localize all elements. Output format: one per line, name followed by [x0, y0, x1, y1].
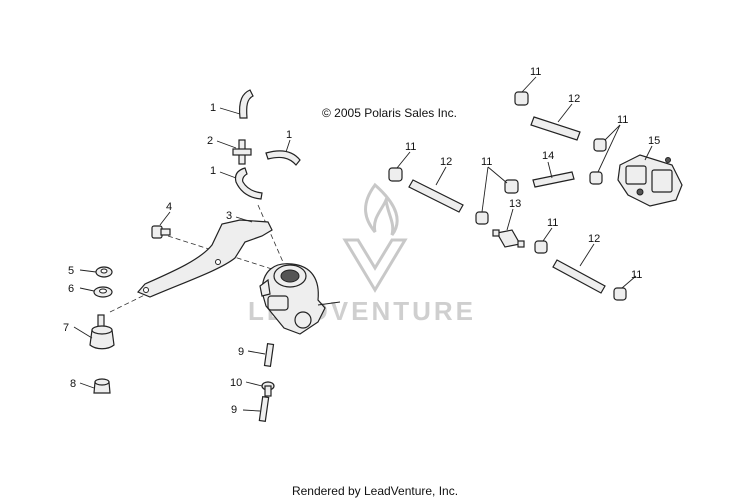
vent-hose-1-lower[interactable] [234, 167, 263, 200]
callout-10[interactable]: 10 [230, 377, 242, 389]
leader-line [73, 326, 93, 339]
leader-line [219, 171, 237, 179]
rubber-mount-7[interactable] [89, 314, 115, 350]
leader-line [604, 124, 621, 141]
leader-line [242, 409, 261, 412]
footer-text: Rendered by LeadVenture, Inc. [292, 484, 458, 498]
callout-11-right[interactable]: 11 [617, 114, 628, 126]
hose-clamp-11-right-a[interactable] [593, 138, 607, 152]
mount-bracket-3[interactable] [136, 219, 273, 298]
hose-clamp-11-pair-b[interactable] [475, 211, 489, 225]
leader-line [621, 275, 637, 289]
fuel-hose-14[interactable] [532, 171, 575, 188]
bolt-4[interactable] [151, 225, 171, 239]
leader-line [235, 216, 253, 223]
leader-line [285, 139, 291, 153]
nut-5[interactable] [95, 266, 113, 278]
leader-line [79, 382, 95, 389]
hose-clamp-11-left[interactable] [388, 167, 403, 182]
leader-line [597, 124, 621, 173]
carburetor-assembly[interactable] [259, 263, 341, 335]
hose-clamp-11-bottom[interactable] [613, 287, 627, 301]
callout-5[interactable]: 5 [68, 265, 74, 277]
leader-line [159, 211, 171, 226]
callout-8[interactable]: 8 [70, 378, 76, 390]
callout-1-lower[interactable]: 1 [210, 165, 216, 177]
callout-12-top[interactable]: 12 [568, 93, 580, 105]
callout-11-bottom[interactable]: 11 [631, 269, 642, 281]
leader-line [216, 140, 237, 149]
callout-4[interactable]: 4 [166, 201, 172, 213]
tee-fitting-2[interactable] [232, 139, 252, 165]
callout-11-pair[interactable]: 11 [481, 156, 492, 168]
callout-1-right[interactable]: 1 [286, 129, 292, 141]
leader-line [542, 227, 553, 242]
leader-line [79, 287, 95, 292]
copyright-text: © 2005 Polaris Sales Inc. [322, 106, 457, 120]
leader-line [644, 145, 653, 161]
leader-line [481, 166, 489, 213]
fuel-filter-13[interactable] [492, 229, 525, 248]
leader-line [245, 381, 263, 387]
callout-3[interactable]: 3 [226, 210, 232, 222]
vent-hose-1-top[interactable] [238, 89, 254, 119]
leader-line [521, 76, 537, 93]
hose-clip-10[interactable] [261, 381, 275, 397]
callout-9-upper[interactable]: 9 [238, 346, 244, 358]
leader-line [79, 269, 97, 273]
fuel-hose-12-top[interactable] [530, 116, 581, 141]
fuel-hose-12-left[interactable] [408, 179, 464, 213]
fuel-pump-15[interactable] [617, 154, 683, 207]
fuel-hose-12-bottom[interactable] [552, 259, 606, 294]
callout-2[interactable]: 2 [207, 135, 213, 147]
alignment-line [257, 204, 284, 263]
leader-line [435, 166, 447, 186]
callout-11-left[interactable]: 11 [405, 141, 416, 153]
hose-clamp-11-top[interactable] [514, 91, 529, 106]
callout-11-mid[interactable]: 11 [547, 217, 558, 229]
nut-8[interactable] [93, 378, 111, 394]
callout-6[interactable]: 6 [68, 283, 74, 295]
drain-tube-9-upper[interactable] [263, 343, 275, 367]
callout-12-left[interactable]: 12 [440, 156, 452, 168]
callout-14[interactable]: 14 [542, 150, 554, 162]
leader-line [396, 151, 411, 169]
leader-line [219, 107, 241, 115]
leader-line [579, 243, 595, 267]
callout-12-bottom[interactable]: 12 [588, 233, 600, 245]
leader-line [487, 166, 508, 184]
hose-clamp-11-right-b[interactable] [589, 171, 603, 185]
callout-13[interactable]: 13 [509, 198, 521, 210]
callout-9-lower[interactable]: 9 [231, 404, 237, 416]
leader-line [506, 208, 514, 231]
callout-7[interactable]: 7 [63, 322, 69, 334]
hose-clamp-11-mid[interactable] [534, 240, 548, 254]
washer-6[interactable] [93, 286, 113, 298]
leader-line [247, 350, 266, 355]
drain-tube-9-lower[interactable] [258, 396, 270, 422]
callout-15[interactable]: 15 [648, 135, 660, 147]
leader-line [557, 103, 573, 123]
hose-clamp-11-pair-a[interactable] [504, 179, 519, 194]
callout-1-top[interactable]: 1 [210, 102, 216, 114]
leader-line [547, 161, 553, 179]
callout-11-top[interactable]: 11 [530, 66, 541, 78]
vent-hose-1-right[interactable] [265, 150, 301, 166]
